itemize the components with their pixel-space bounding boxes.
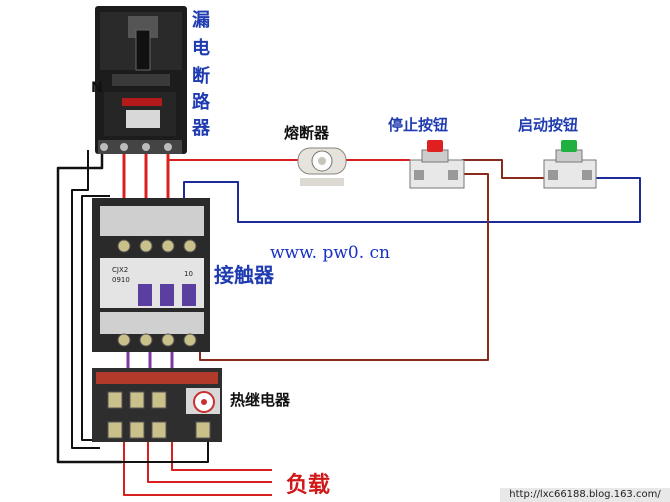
- relay-aux-wire: [122, 436, 209, 463]
- breaker-label-char-4: 路: [192, 91, 211, 113]
- control-wire-stop-start: [462, 159, 544, 179]
- breaker-label-char-1: 漏: [192, 10, 210, 31]
- stop-button-label: 停止按钮: [388, 116, 448, 134]
- load-label: 负载: [286, 472, 330, 498]
- start-button: [543, 140, 597, 189]
- neutral-wire: [56, 150, 122, 464]
- contactor-rating: 0910: [112, 276, 130, 284]
- breaker-label-char-2: 电: [192, 37, 210, 59]
- thermal-relay: [92, 368, 222, 442]
- contactor-model: CJX2: [112, 266, 128, 274]
- start-button-label: 启动按钮: [518, 116, 578, 134]
- coil-return-wire: [183, 177, 641, 223]
- load-wire-2: [147, 440, 272, 483]
- contactor: CJX2 0910 10: [92, 198, 210, 352]
- breaker-label-char-3: 断: [192, 65, 210, 87]
- contactor-label: 接触器: [214, 263, 275, 287]
- stop-button: [409, 140, 465, 189]
- fuse-label: 熔断器: [284, 124, 330, 142]
- breaker-label: 漏 电 断 路 器: [191, 10, 211, 139]
- contactor-terminal-mark: 10: [184, 270, 193, 278]
- load-wire-3: [171, 440, 272, 471]
- thermal-relay-label: 热继电器: [230, 391, 291, 409]
- neutral-wire-inner: [71, 150, 100, 449]
- leakage-breaker: [95, 6, 187, 154]
- fuse: [297, 147, 347, 186]
- website-watermark: www. pw0. cn: [270, 243, 390, 263]
- neutral-label: N: [91, 80, 103, 96]
- load-wire-1: [123, 440, 272, 496]
- aux-contact-wire: [199, 173, 489, 361]
- breaker-label-char-5: 器: [191, 118, 211, 139]
- blog-credit: http://lxc66188.blog.163.com/: [500, 488, 670, 502]
